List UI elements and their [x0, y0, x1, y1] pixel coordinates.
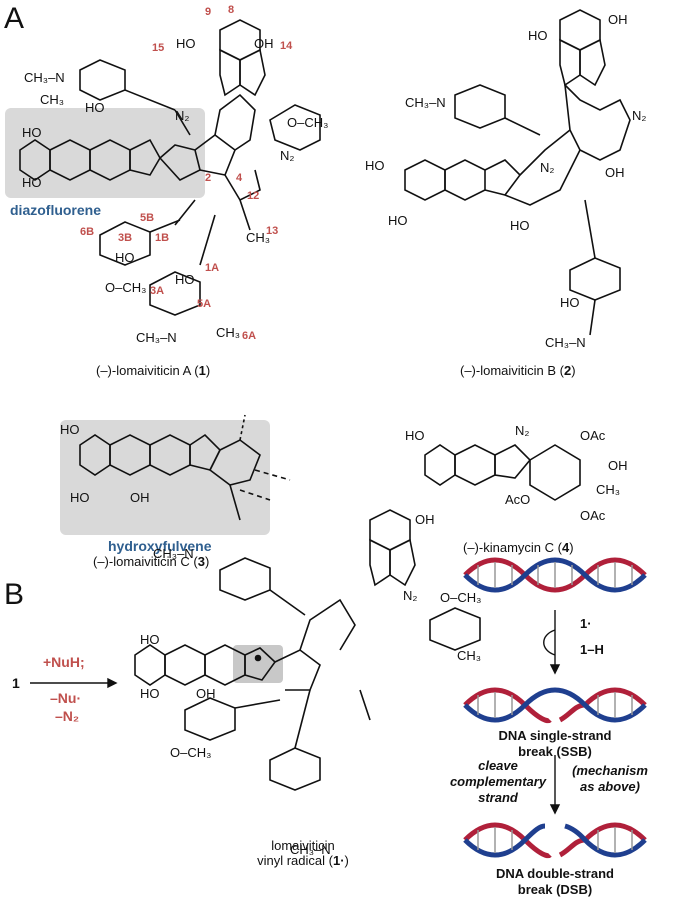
product-caption: lomaiviticin vinyl radical (1·): [257, 838, 349, 868]
radical-reagent-label: 1·: [580, 616, 592, 631]
atom-label: O–CH₃: [287, 115, 329, 130]
atom-number: 14: [280, 40, 293, 52]
atom-label: OH: [196, 686, 216, 701]
atom-label: HO: [70, 490, 90, 505]
radical-arrow: [543, 610, 561, 675]
atom-label: CH₃–N: [290, 842, 331, 857]
diazofluorene-highlight: [5, 108, 205, 198]
atom-label: O–CH₃: [440, 590, 482, 605]
atom-label: HO: [388, 213, 408, 228]
structure-lomaiviticin-a: [19, 19, 321, 316]
atom-label: N₂: [175, 108, 190, 123]
atom-label: O–CH₃: [105, 280, 147, 295]
atom-label: HO: [22, 175, 42, 190]
reagent-step-bottom-1: –Nu·: [50, 690, 82, 706]
atom-label: HO: [22, 125, 42, 140]
diazofluorene-label: diazofluorene: [10, 202, 102, 218]
atom-number: 4: [236, 172, 243, 184]
atom-number: 5B: [140, 212, 155, 224]
atom-label: OH: [608, 458, 628, 473]
reaction-arrow: [30, 677, 118, 689]
atom-number: 5A: [197, 298, 212, 310]
hydroxyfulvene-label: hydroxyfulvene: [108, 538, 212, 554]
atom-label: HO: [405, 428, 425, 443]
atom-number: 1B: [155, 232, 170, 244]
radical-dot: [254, 654, 262, 662]
caption-compound-4: (–)-kinamycin C (4): [463, 540, 574, 555]
panel-label-b: B: [4, 578, 25, 611]
atom-number: 13: [266, 225, 279, 237]
reagent-step-bottom-2: –N₂: [55, 708, 80, 724]
atom-label: CH₃: [216, 325, 241, 340]
atom-number: 8: [228, 4, 235, 16]
atom-number: 6A: [242, 330, 257, 342]
atom-label: CH₃–N: [136, 330, 177, 345]
atom-number: 3A: [150, 285, 165, 297]
atom-label: O–CH₃: [170, 745, 212, 760]
atom-number: 9: [205, 6, 212, 18]
atom-label: HO: [60, 422, 80, 437]
reagent-step-top: +NuH;: [43, 654, 85, 670]
hydroxyfulvene-highlight: [60, 420, 270, 535]
dna-intact: [463, 557, 647, 593]
atom-label: OH: [415, 512, 435, 527]
dna-dsb: [463, 822, 647, 859]
atom-label: CH₃–N: [24, 70, 65, 85]
atom-label: CH₃: [246, 230, 271, 245]
dna-ssb: [463, 687, 647, 724]
atom-label: HO: [510, 218, 530, 233]
atom-label: CH₃–N: [545, 335, 586, 350]
atom-label: HO: [140, 632, 160, 647]
atom-label: HO: [176, 36, 196, 51]
atom-label: CH₃: [40, 92, 65, 107]
atom-label: OH: [130, 490, 150, 505]
atom-label: N₂: [540, 160, 555, 175]
atom-label: HO: [365, 158, 385, 173]
atom-label: CH₃–N: [153, 546, 194, 561]
atom-label: OH: [605, 165, 625, 180]
atom-label: AcO: [505, 492, 531, 507]
atom-label: OAc: [580, 508, 606, 523]
atom-label: OH: [254, 36, 274, 51]
atom-label: HO: [560, 295, 580, 310]
structure-lomaiviticin-c: [79, 414, 291, 521]
atom-label: N₂: [515, 423, 530, 438]
atom-number: 6B: [80, 226, 95, 238]
atom-label: N₂: [280, 148, 295, 163]
atom-label: OH: [608, 12, 628, 27]
atom-number: 1A: [205, 262, 220, 274]
atom-number: 15: [152, 42, 165, 54]
caption-compound-1: (–)-lomaiviticin A (1): [96, 363, 211, 378]
structure-vinyl-radical: [134, 509, 481, 791]
structure-lomaiviticin-b: [404, 9, 631, 336]
cleave-arrow: [549, 755, 561, 815]
atom-label: HO: [140, 686, 160, 701]
caption-compound-2: (–)-lomaiviticin B (2): [460, 363, 576, 378]
atom-label: CH₃: [596, 482, 621, 497]
atom-label: OAc: [580, 428, 606, 443]
atom-number: 12: [247, 190, 260, 202]
atom-label: N₂: [632, 108, 647, 123]
atom-label: HO: [175, 272, 195, 287]
panel-label-a: A: [4, 2, 25, 35]
atom-number: 2: [205, 172, 212, 184]
atom-label: N₂: [403, 588, 418, 603]
atom-label: CH₃–N: [405, 95, 446, 110]
atom-number: 3B: [118, 232, 133, 244]
atom-label: HO: [115, 250, 135, 265]
caption-compound-3: (–)-lomaiviticin C (3): [93, 554, 210, 569]
structure-kinamycin-c: [424, 444, 581, 501]
reactant-label: 1: [12, 675, 20, 691]
atom-label: HO: [528, 28, 548, 43]
radical-product-label: 1–H: [580, 642, 604, 657]
atom-label: CH₃: [457, 648, 482, 663]
atom-label: HO: [85, 100, 105, 115]
